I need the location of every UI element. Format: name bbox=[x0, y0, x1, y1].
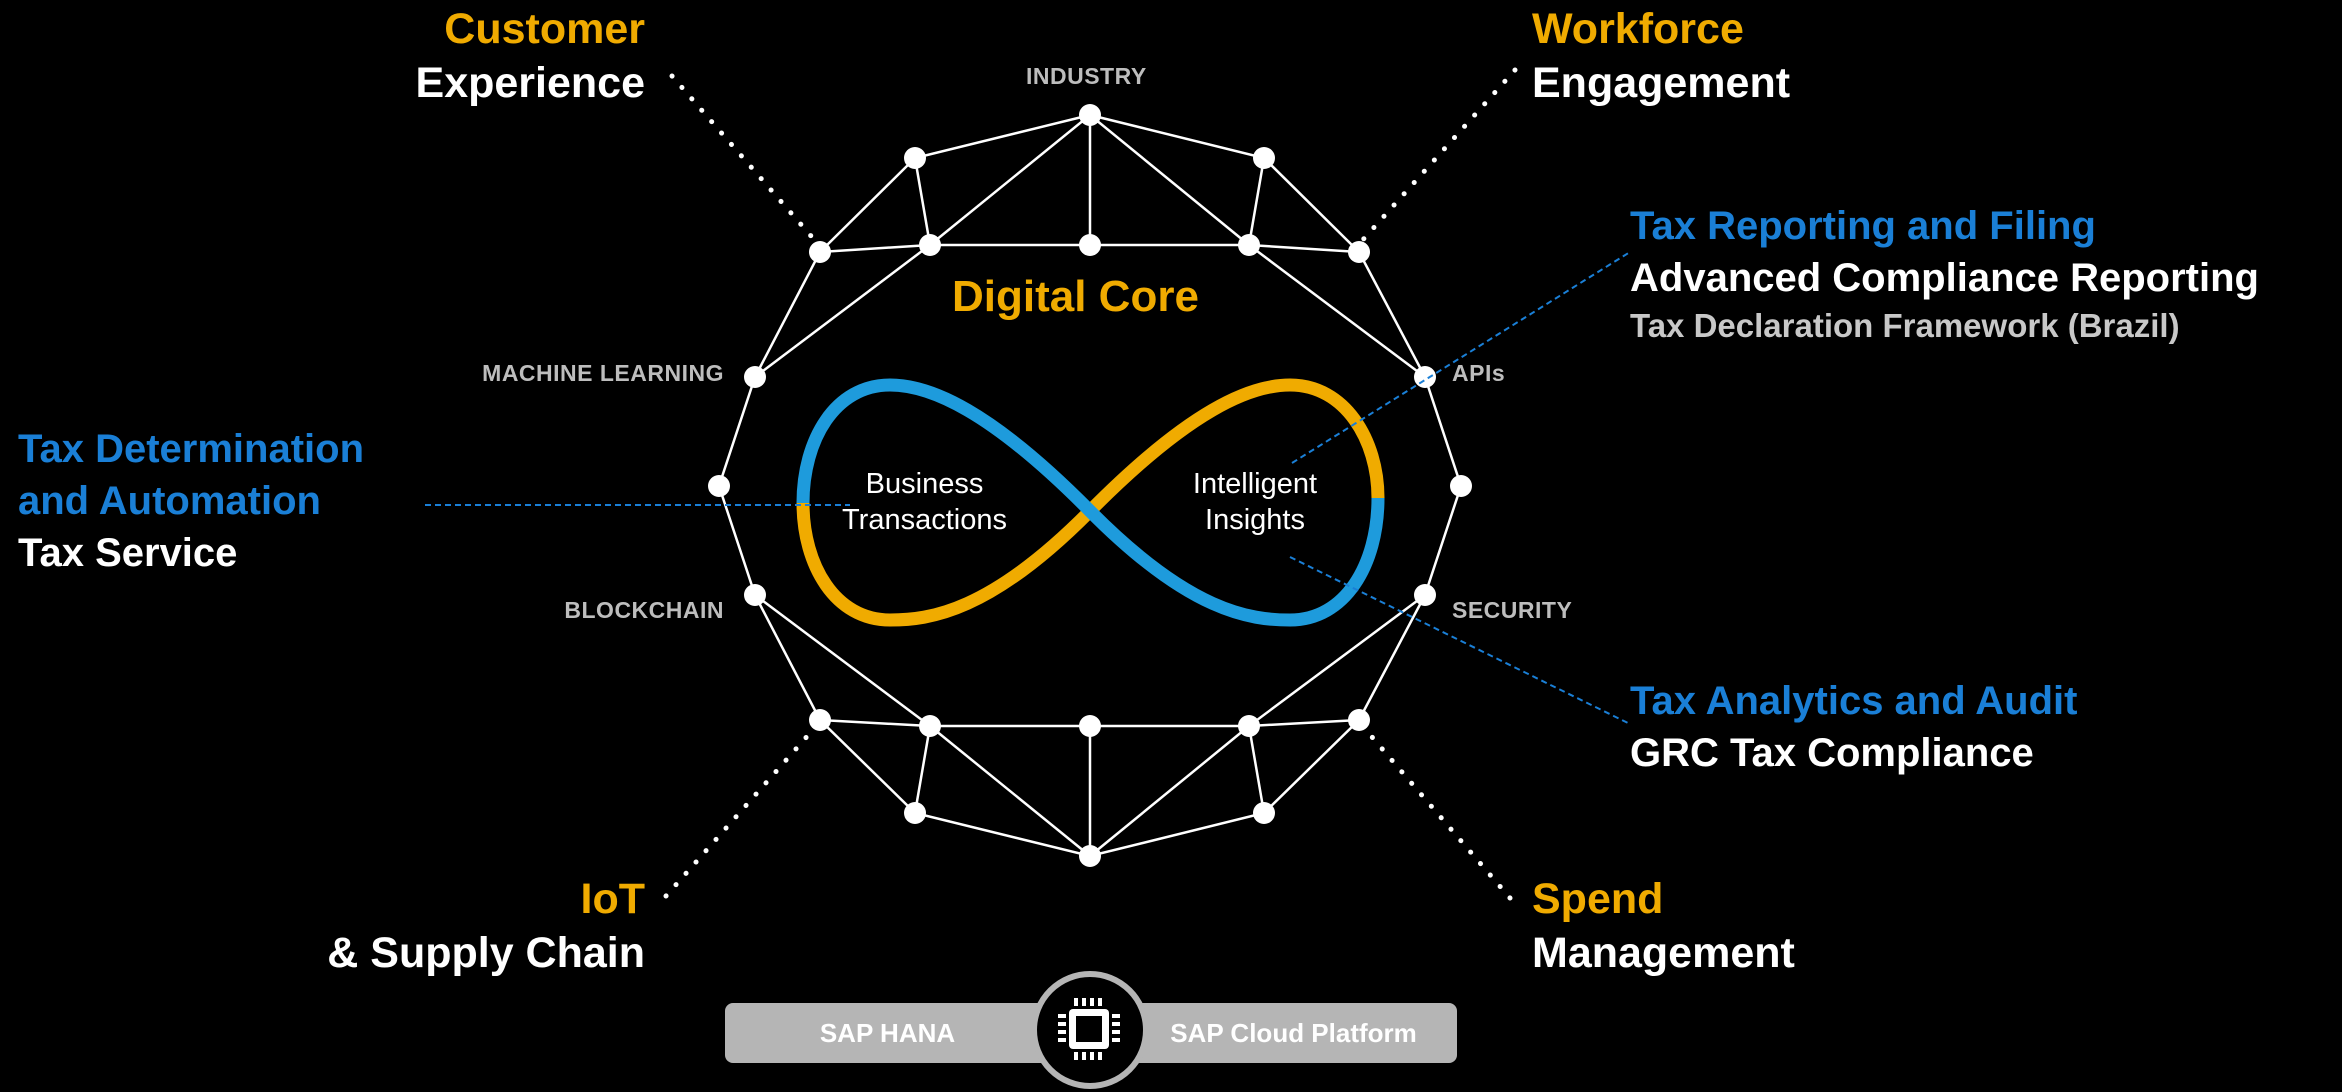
transactions-line: Transactions bbox=[842, 504, 1007, 536]
infinity-loop bbox=[796, 378, 1385, 627]
grc-tax-compliance-product: GRC Tax Compliance bbox=[1630, 731, 2034, 775]
node bbox=[1450, 475, 1472, 497]
node-machine-learning bbox=[744, 366, 766, 388]
ring-label-security: SECURITY bbox=[1452, 597, 1573, 623]
node bbox=[1348, 241, 1370, 263]
sap-hana-label: SAP HANA bbox=[819, 1017, 956, 1048]
tax-analytics-callout: Tax Analytics and Audit GRC Tax Complian… bbox=[1630, 675, 2077, 779]
node-industry bbox=[1079, 104, 1101, 126]
network-edges bbox=[717, 113, 1463, 858]
ring-label-machine-learning: MACHINE LEARNING bbox=[482, 360, 724, 386]
ring-label-industry: INDUSTRY bbox=[1026, 63, 1147, 89]
advanced-compliance-reporting-product: Advanced Compliance Reporting bbox=[1630, 256, 2259, 300]
management-title: Management bbox=[1532, 929, 1795, 977]
insights-line: Insights bbox=[1205, 504, 1305, 536]
node bbox=[1079, 845, 1101, 867]
business-transactions-label: Business Transactions bbox=[822, 466, 1027, 538]
node bbox=[1238, 715, 1260, 737]
tax-service-product: Tax Service bbox=[18, 531, 238, 575]
intelligent-line: Intelligent bbox=[1192, 468, 1318, 500]
node bbox=[809, 709, 831, 731]
node-blockchain bbox=[744, 584, 766, 606]
tax-determination-callout: Tax Determination and Automation Tax Ser… bbox=[18, 423, 364, 579]
sap-cloud-platform-label: SAP Cloud Platform bbox=[1170, 1017, 1417, 1048]
workforce-engagement-label: Workforce Engagement bbox=[1532, 2, 1790, 110]
tax-determination-heading: Tax Determination bbox=[18, 427, 364, 471]
workforce-title: Workforce bbox=[1532, 5, 1744, 53]
node bbox=[708, 475, 730, 497]
infinity-loop-orange bbox=[796, 502, 1095, 627]
node bbox=[904, 802, 926, 824]
node bbox=[1253, 147, 1275, 169]
node bbox=[919, 234, 941, 256]
node bbox=[919, 715, 941, 737]
node-apis bbox=[1414, 366, 1436, 388]
sap-hana-pill: SAP HANA bbox=[725, 1003, 1050, 1063]
business-line: Business bbox=[865, 468, 984, 500]
tax-automation-heading: and Automation bbox=[18, 479, 321, 523]
node bbox=[1079, 715, 1101, 737]
supply-chain-title: & Supply Chain bbox=[327, 929, 645, 977]
engagement-title: Engagement bbox=[1532, 59, 1791, 107]
network-nodes bbox=[708, 104, 1472, 867]
infinity-loop-blue bbox=[796, 378, 1385, 627]
spend-title: Spend bbox=[1532, 875, 1664, 923]
tax-declaration-framework-product: Tax Declaration Framework (Brazil) bbox=[1630, 307, 2180, 344]
node bbox=[1079, 234, 1101, 256]
customer-experience-label: Customer Experience bbox=[416, 2, 645, 110]
ring-label-blockchain: BLOCKCHAIN bbox=[564, 597, 724, 623]
node-security bbox=[1414, 584, 1436, 606]
iot-title: IoT bbox=[580, 875, 645, 923]
node bbox=[1253, 802, 1275, 824]
intelligent-insights-label: Intelligent Insights bbox=[1160, 466, 1350, 538]
tax-analytics-heading: Tax Analytics and Audit bbox=[1630, 679, 2078, 723]
ring-label-apis: APIs bbox=[1452, 360, 1506, 386]
experience-title: Experience bbox=[415, 59, 645, 107]
node bbox=[809, 241, 831, 263]
chip-icon bbox=[1031, 971, 1149, 1089]
digital-core-title: Digital Core bbox=[952, 272, 1199, 321]
sap-cloud-platform-pill: SAP Cloud Platform bbox=[1130, 1003, 1457, 1063]
node bbox=[904, 147, 926, 169]
callout-lines bbox=[425, 251, 1631, 725]
node bbox=[1238, 234, 1260, 256]
infinity-loop-orange bbox=[1085, 378, 1385, 516]
tax-reporting-callout: Tax Reporting and Filing Advanced Compli… bbox=[1630, 200, 2259, 348]
customer-title: Customer bbox=[444, 5, 645, 53]
spend-management-label: Spend Management bbox=[1532, 872, 1795, 980]
tax-reporting-heading: Tax Reporting and Filing bbox=[1630, 204, 2096, 248]
iot-supply-chain-label: IoT & Supply Chain bbox=[327, 872, 645, 980]
node bbox=[1348, 709, 1370, 731]
